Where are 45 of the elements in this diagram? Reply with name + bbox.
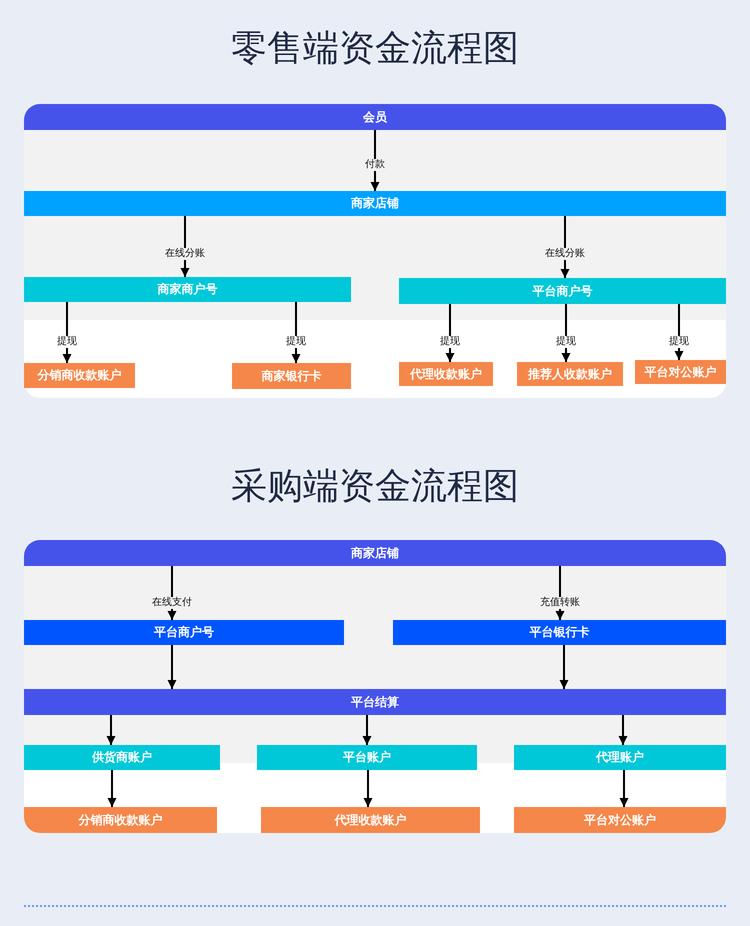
- settlement-box: 平台结算: [24, 689, 726, 715]
- account-box: 平台对公账户: [514, 807, 726, 833]
- arrow: [362, 715, 372, 745]
- diagram-title: 零售端资金流程图: [230, 27, 520, 71]
- edge-label: 在线分账: [163, 248, 207, 260]
- edge-label: 付款: [363, 159, 387, 171]
- edge-label: 在线支付: [150, 597, 194, 609]
- arrow: [62, 302, 72, 363]
- account-box: 平台对公账户: [635, 360, 726, 384]
- account-box: 代理账户: [514, 745, 726, 770]
- account-box: 代理收款账户: [399, 362, 493, 386]
- account-box: 供货商账户: [24, 745, 220, 770]
- arrow: [562, 304, 570, 362]
- arrow: [560, 645, 568, 689]
- arrow: [370, 130, 380, 191]
- arrow: [674, 304, 684, 360]
- account-box: 平台银行卡: [393, 620, 726, 645]
- arrow: [106, 715, 116, 745]
- arrow: [364, 770, 372, 807]
- account-box: 推荐人收款账户: [517, 362, 623, 386]
- arrow: [618, 715, 628, 745]
- edge-label: 提现: [667, 336, 691, 348]
- arrow: [108, 770, 116, 807]
- store-box: 商家店铺: [24, 191, 726, 216]
- account-box: 代理收款账户: [261, 807, 480, 833]
- account-box: 商家商户号: [24, 277, 351, 302]
- account-box: 平台商户号: [399, 278, 726, 304]
- arrow: [292, 302, 300, 363]
- edge-label: 在线分账: [543, 248, 587, 260]
- edge-label: 提现: [554, 336, 578, 348]
- edge-label: 提现: [438, 336, 462, 348]
- edge-label: 提现: [284, 336, 308, 348]
- edge-label: 提现: [55, 336, 79, 348]
- account-box: 商家银行卡: [232, 363, 351, 389]
- account-box: 平台商户号: [24, 620, 344, 645]
- section-title: 采购端资金流程图: [230, 465, 520, 509]
- arrow: [168, 645, 176, 689]
- member-box: 会员: [24, 104, 726, 130]
- account-box: 分销商收款账户: [24, 363, 135, 388]
- arrow: [446, 304, 454, 362]
- edge-label: 充值转账: [538, 597, 582, 609]
- account-box: 平台账户: [257, 745, 477, 770]
- arrow: [620, 770, 628, 807]
- store-box: 商家店铺: [24, 540, 726, 566]
- account-box: 分销商收款账户: [24, 807, 217, 833]
